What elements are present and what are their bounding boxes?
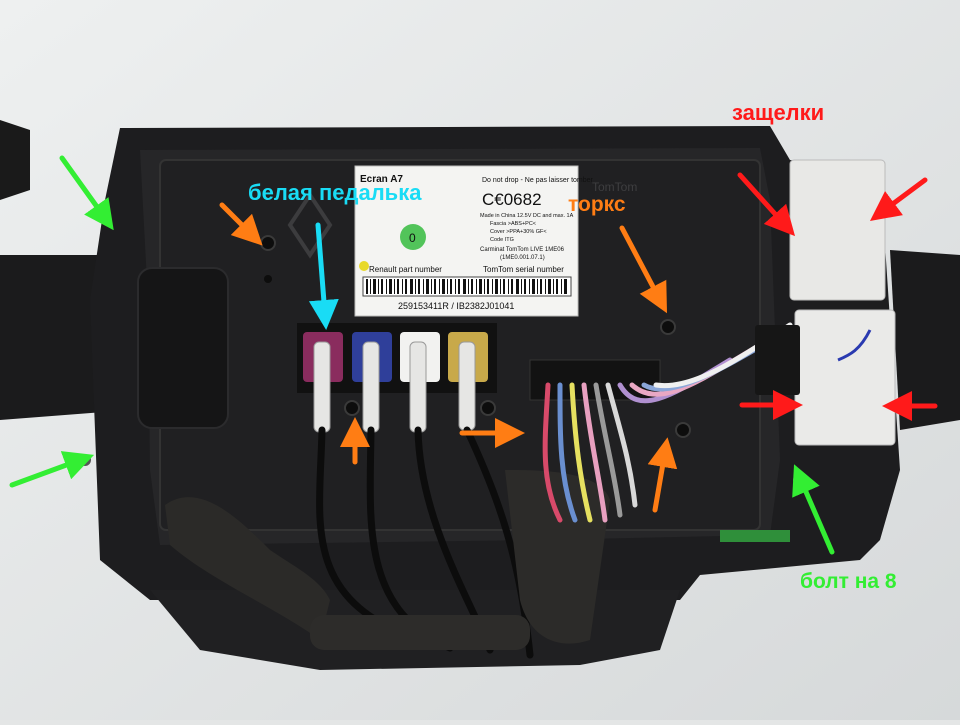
wiring-harness xyxy=(542,322,793,523)
screw-hole-top-left xyxy=(260,235,276,251)
barcode-bars xyxy=(366,279,567,294)
label-spec-5: Carminat TomTom LIVE 1ME06 xyxy=(480,247,565,253)
screw-hole-bottom-left xyxy=(344,400,360,416)
screw-hole-small xyxy=(264,275,272,283)
arrow-icon-green-2 xyxy=(9,451,95,488)
label-model: Ecran A7 xyxy=(360,174,403,185)
inspection-sticker xyxy=(400,224,426,250)
screw-hole-right xyxy=(660,319,676,335)
annotation-white-pedal: белая педалька xyxy=(248,180,422,205)
annotation-torx: торкс xyxy=(568,193,626,216)
label-spec-4: Code ITG xyxy=(490,237,514,243)
tomtom-logo-icon: TomTom xyxy=(592,180,637,194)
screw-hole-bottom-right xyxy=(675,422,691,438)
annotation-latches: защелки xyxy=(732,100,825,125)
felt-wrap-left xyxy=(165,497,330,640)
label-spec-1: Made in China 12.5V DC and max. 1A xyxy=(480,213,574,219)
screw-hole-bottom-mid xyxy=(480,400,496,416)
label-tomtom-serial: TomTom serial number xyxy=(483,265,564,274)
label-barcode-text: 259153411R / IB2382J01041 xyxy=(398,301,514,311)
arrow-icon-red-2 xyxy=(869,177,928,221)
arrow-icon-green-1 xyxy=(59,155,114,231)
left-bracket-top xyxy=(0,120,30,200)
latch-block-bottom xyxy=(794,309,896,446)
arrow-icon-orange-2 xyxy=(619,225,668,314)
felt-wrap-right xyxy=(505,470,610,644)
connector-sleeve-4 xyxy=(458,341,476,431)
connector-sleeve-3 xyxy=(409,341,427,433)
label-spec-3: Cover >PPA+30% GF< xyxy=(490,229,547,235)
annotation-bolt: болт на 8 xyxy=(800,570,897,593)
label-renault-part: Renault part number xyxy=(369,265,442,274)
label-spec-2: Fascia >ABS+PC< xyxy=(490,221,536,227)
arrow-icon-orange-5 xyxy=(647,437,678,513)
label-spec-6: (1ME0.001.07.1) xyxy=(500,255,545,261)
arrow-icon-cyan xyxy=(308,222,339,330)
side-connector xyxy=(755,325,800,395)
label-warning: Do not drop - Ne pas laisser tomber xyxy=(482,177,594,184)
marker-line xyxy=(837,329,872,362)
connector-sleeve-1 xyxy=(313,341,331,433)
green-tape xyxy=(720,530,790,542)
arrow-icon-green-3 xyxy=(792,464,835,555)
right-bracket xyxy=(890,250,960,430)
renault-logo-icon xyxy=(287,191,333,259)
latch-block-top xyxy=(789,159,886,301)
arrow-icon-orange-1 xyxy=(219,202,263,246)
rubber-pad xyxy=(137,267,229,429)
arrow-icon-red-1 xyxy=(737,172,796,237)
connector-sleeve-2 xyxy=(362,341,380,433)
felt-wrap-bottom xyxy=(310,615,530,650)
ce-mark-icon: C€0682 xyxy=(482,190,542,209)
sticker-digit: 0 xyxy=(409,231,416,245)
yellow-dot xyxy=(359,261,369,271)
